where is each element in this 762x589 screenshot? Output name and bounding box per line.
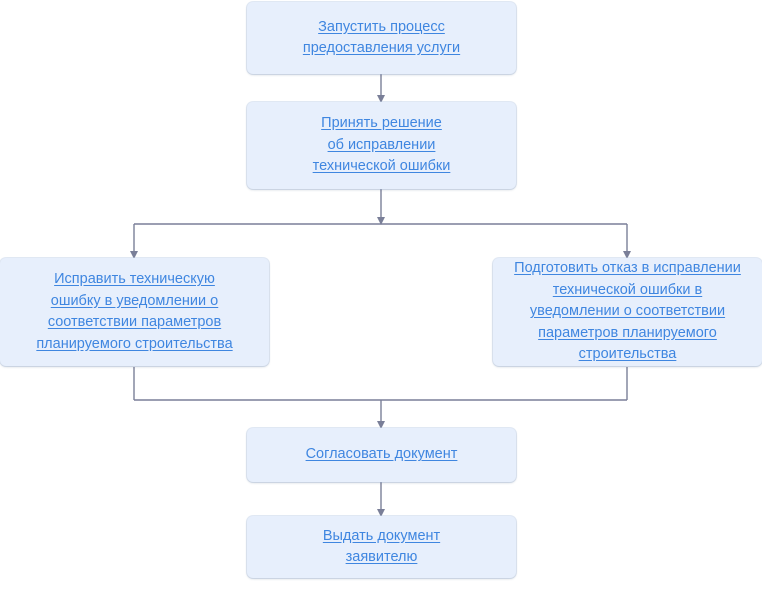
node-approve-document-link[interactable]: Согласовать документ: [305, 446, 458, 463]
node-prepare-refusal[interactable]: Подготовить отказ в исправлении техничес…: [493, 258, 762, 366]
node-approve-document[interactable]: Согласовать документ: [247, 428, 516, 482]
node-issue-document-link[interactable]: Выдать документ заявителю: [322, 527, 441, 566]
node-fix-error-link[interactable]: Исправить техническую ошибку в уведомлен…: [36, 271, 233, 352]
node-accept-decision-link[interactable]: Принять решение об исправлении техническ…: [312, 115, 451, 175]
node-issue-document[interactable]: Выдать документ заявителю: [247, 516, 516, 578]
node-start-process-link[interactable]: Запустить процесс предоставления услуги: [302, 18, 461, 57]
node-fix-error[interactable]: Исправить техническую ошибку в уведомлен…: [0, 258, 269, 366]
node-start-process[interactable]: Запустить процесс предоставления услуги: [247, 2, 516, 74]
node-prepare-refusal-link[interactable]: Подготовить отказ в исправлении техничес…: [514, 260, 741, 363]
node-accept-decision[interactable]: Принять решение об исправлении техническ…: [247, 102, 516, 189]
